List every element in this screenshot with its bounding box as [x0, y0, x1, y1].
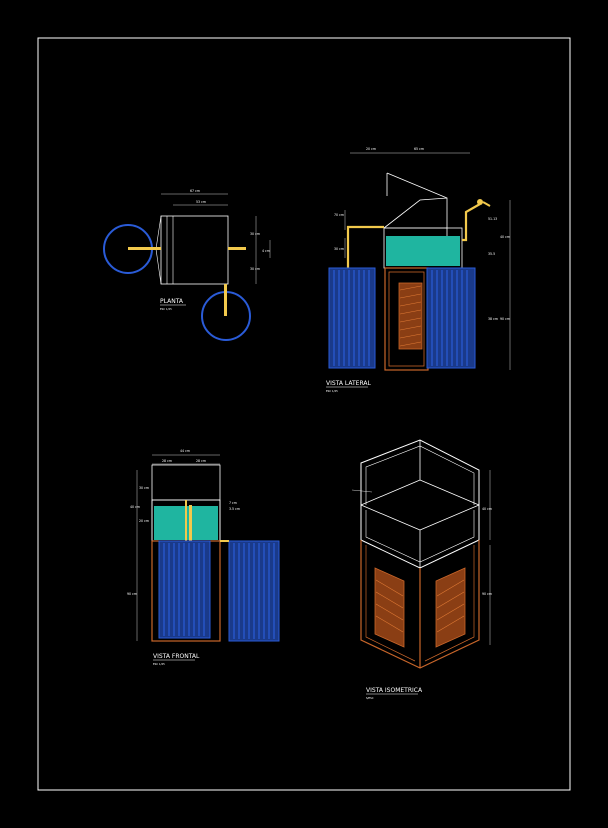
- front-dim-0: 44 cm: [180, 449, 190, 453]
- plan-dim-lower: 30 cm: [250, 267, 260, 271]
- plan-scale: ESC 1/25: [160, 307, 172, 311]
- side-panel-left-stripes: [333, 270, 370, 366]
- plan-dim-inner: 53 cm: [196, 200, 206, 204]
- plan-dim-width: 67 cm: [190, 189, 200, 193]
- side-roof: [386, 172, 448, 199]
- front-dim-5: 20 cm: [139, 519, 149, 523]
- faucet-icon: [477, 199, 483, 205]
- side-faucet-spout: [482, 201, 491, 207]
- plan-pipe-right: [228, 247, 246, 250]
- side-cabinet-hatch: [398, 282, 423, 350]
- side-dim-1: 65 cm: [414, 147, 424, 151]
- iso-hatch-right: [435, 567, 466, 648]
- front-panel-right-stripes: [233, 543, 275, 639]
- plan-dim-upper: 30 cm: [250, 232, 260, 236]
- side-dim-7: 38 cm: [488, 317, 498, 321]
- side-scale: ESC 1/25: [326, 389, 338, 393]
- side-roof-front: [383, 197, 448, 237]
- side-panel-right: [426, 267, 476, 369]
- plan-dim-pipe: 4 cm: [262, 249, 270, 253]
- side-dim-2: 70 cm: [334, 213, 344, 217]
- side-dim-4: 40 cm: [500, 235, 510, 239]
- front-panel-left-stripes: [163, 543, 205, 636]
- side-dim-0: 20 cm: [366, 147, 376, 151]
- plan-pipe-left: [128, 247, 161, 250]
- side-cabinet-inner: [388, 271, 425, 367]
- iso-scale: S/ESC: [366, 696, 374, 700]
- iso-hatch-left: [374, 567, 405, 648]
- plan-pipe-bottom: [224, 284, 227, 316]
- side-tank-water: [386, 236, 460, 266]
- side-dim-6: 35.5: [488, 252, 495, 256]
- iso-edge: [419, 479, 480, 506]
- side-dim-3: 30 cm: [334, 247, 344, 251]
- plan-view: 67 cm 53 cm 30 cm 30 cm 4 cm PLANTA ESC …: [103, 189, 271, 341]
- front-dim-4: 40 cm: [130, 505, 140, 509]
- iso-dim-1: 90 cm: [482, 592, 492, 596]
- iso-edge: [419, 504, 480, 531]
- side-title: VISTA LATERAL: [326, 380, 371, 387]
- plan-title: PLANTA: [160, 298, 184, 305]
- iso-title: VISTA ISOMETRICA: [366, 687, 423, 694]
- side-dim-8: 90 cm: [500, 317, 510, 321]
- iso-cabinet-inner: [365, 545, 416, 662]
- front-dim-2: 28 cm: [196, 459, 206, 463]
- side-dim-5: 51.13: [488, 217, 497, 221]
- side-pipe-right: [462, 203, 481, 242]
- plan-tank-outline: [160, 215, 229, 285]
- front-dim-1: 28 cm: [162, 459, 172, 463]
- iso-edge: [360, 504, 421, 531]
- side-pipe-left: [346, 225, 384, 268]
- front-view: 44 cm 28 cm 28 cm 30 cm 40 cm 20 cm 90 c…: [127, 449, 280, 666]
- iso-hatch-lines: [375, 579, 465, 633]
- side-panel-right-stripes: [431, 270, 468, 366]
- side-hatch-lines: [399, 285, 422, 347]
- front-dim-8: 3.5 cm: [229, 507, 240, 511]
- iso-dim-0: 40 cm: [482, 507, 492, 511]
- iso-cabinet-inner: [424, 545, 475, 662]
- front-dim-3: 30 cm: [139, 486, 149, 490]
- isometric-view: 40 cm 90 cm VISTA ISOMETRICA S/ESC: [351, 439, 492, 700]
- sheet-border: [37, 37, 571, 791]
- front-title: VISTA FRONTAL: [153, 653, 200, 660]
- iso-leader: [351, 489, 373, 493]
- side-view: 20 cm 65 cm 70 cm 30 cm 40 cm 51.13 35.5…: [326, 147, 511, 393]
- front-scale: ESC 1/25: [153, 662, 165, 666]
- iso-edge: [360, 479, 421, 506]
- side-panel-left: [328, 267, 376, 369]
- front-dim-7: 7 cm: [229, 501, 237, 505]
- front-pipe-vert: [189, 505, 192, 541]
- front-dim-6: 90 cm: [127, 592, 137, 596]
